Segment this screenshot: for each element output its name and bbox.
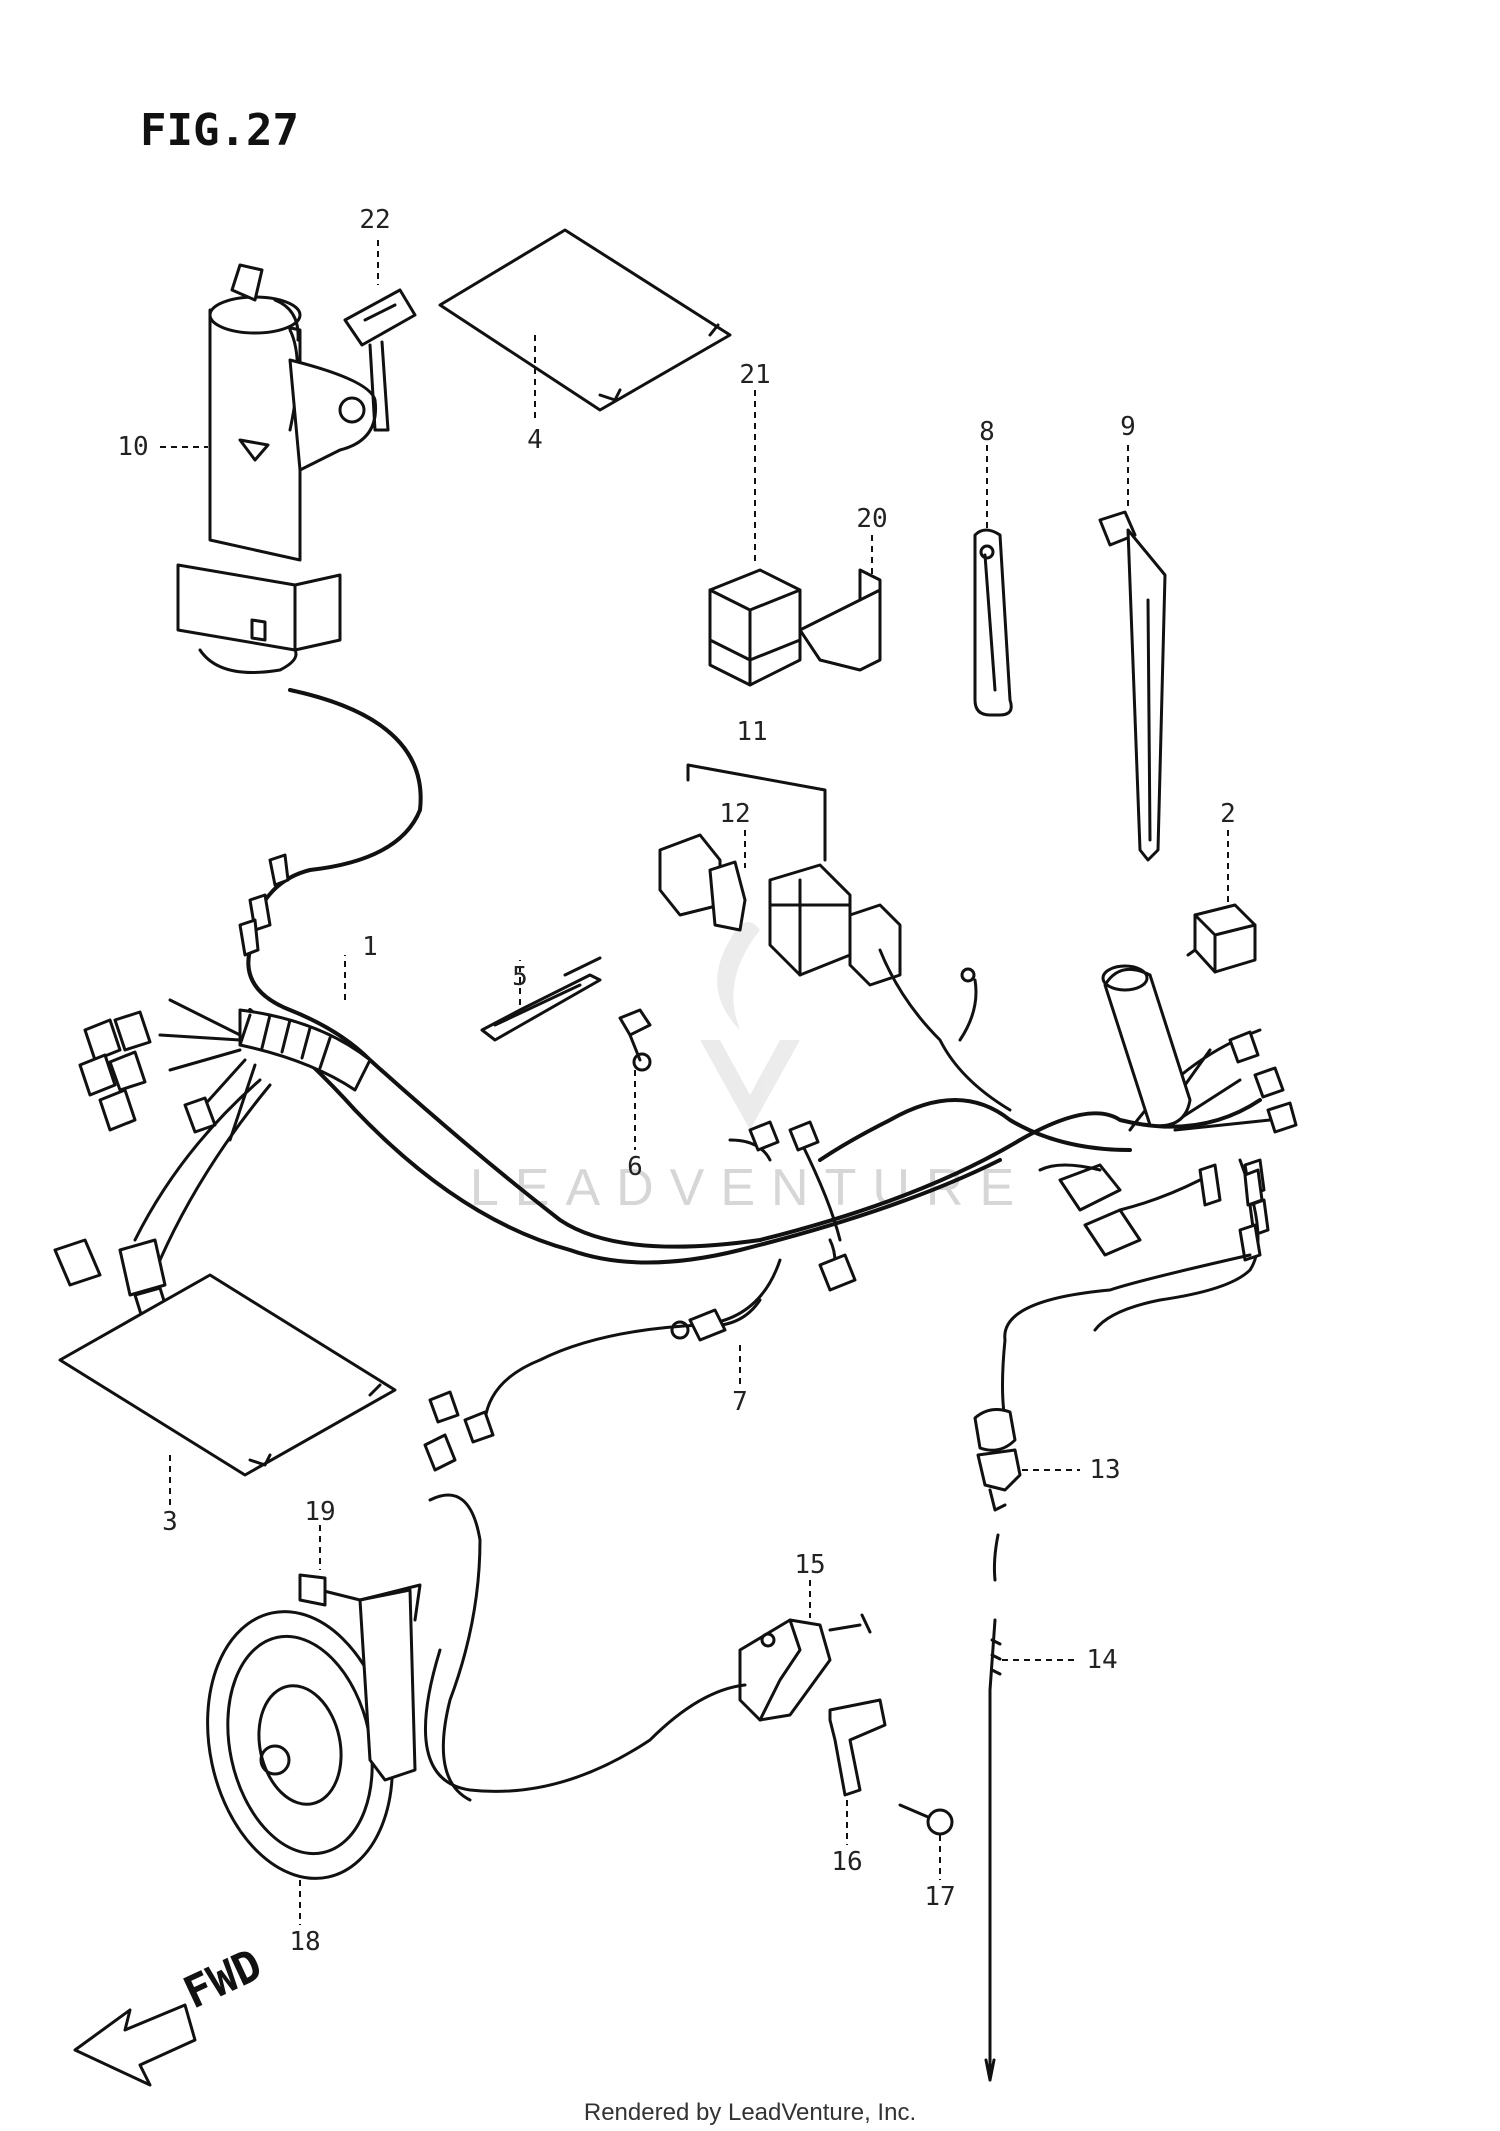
callout-6: 6 <box>627 1152 643 1182</box>
callout-10: 10 <box>117 432 148 462</box>
callout-15: 15 <box>794 1550 825 1580</box>
harness-clamp <box>480 956 602 1042</box>
screw <box>618 1008 652 1072</box>
callout-8: 8 <box>979 417 995 447</box>
speedometer-cable <box>984 1533 1002 2082</box>
neutral-switch <box>973 1253 1252 1512</box>
callout-7: 7 <box>732 1387 748 1417</box>
horn-bolt <box>298 1573 362 1607</box>
ignition-switch <box>176 263 378 674</box>
callout-9: 9 <box>1120 412 1136 442</box>
watermark-logo <box>700 922 800 1130</box>
callout-12: 12 <box>719 799 750 829</box>
callout-4: 4 <box>527 425 543 455</box>
fwd-label: FWD <box>176 1939 270 2019</box>
callout-20: 20 <box>856 504 887 534</box>
relay-bracket <box>798 568 882 672</box>
callout-19: 19 <box>304 1497 335 1527</box>
switch-bracket <box>828 1698 887 1797</box>
regulator-rectifier-connectors <box>658 763 902 987</box>
brake-light-switch <box>423 1613 872 1793</box>
cable-tie <box>1098 510 1167 862</box>
callout-18: 18 <box>289 1927 320 1957</box>
ignition-key <box>343 288 417 432</box>
callout-16: 16 <box>831 1847 862 1877</box>
footer-credit: Rendered by LeadVenture, Inc. <box>584 2099 916 2126</box>
callout-21: 21 <box>739 360 770 390</box>
callout-3: 3 <box>162 1507 178 1537</box>
caution-label-sheet <box>438 228 732 412</box>
callout-13: 13 <box>1089 1455 1120 1485</box>
figure-title: FIG.27 <box>140 105 299 156</box>
callout-14: 14 <box>1086 1645 1117 1675</box>
main-wiring-harness <box>53 688 1298 1444</box>
callout-11: 11 <box>736 717 767 747</box>
callout-17: 17 <box>924 1882 955 1912</box>
callout-22: 22 <box>359 205 390 235</box>
callout-1: 1 <box>362 932 378 962</box>
wire-clamp <box>973 528 1013 717</box>
watermark-text: LEADVENTURE <box>470 1159 1030 1217</box>
wiring-label-sheet <box>58 1273 397 1477</box>
connector-cap <box>1186 903 1257 974</box>
callout-2: 2 <box>1220 799 1236 829</box>
bracket-screw <box>898 1803 954 1836</box>
forward-direction-arrow <box>73 2003 197 2087</box>
horn <box>206 1433 482 1880</box>
callout-5: 5 <box>512 962 528 992</box>
relay <box>708 568 802 687</box>
